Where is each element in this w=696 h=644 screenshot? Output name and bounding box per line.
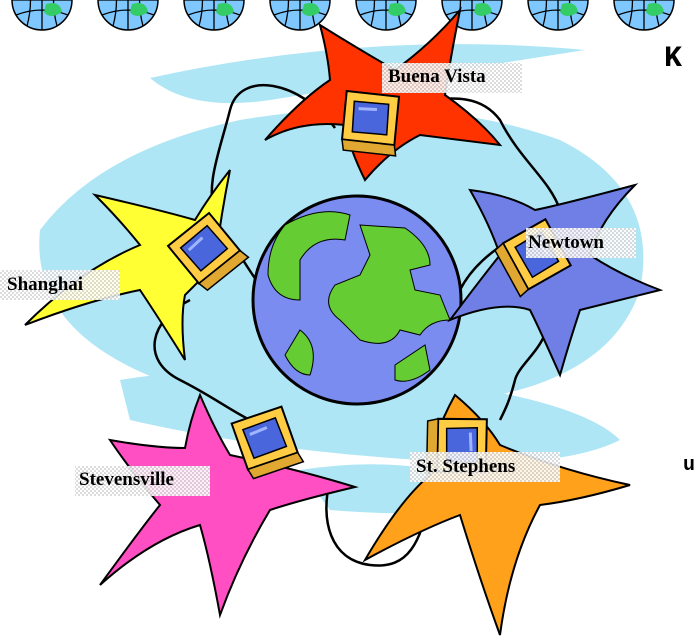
label-st-stephens: St. Stephens xyxy=(416,456,515,478)
globe-icon xyxy=(12,0,72,30)
globe-icon xyxy=(356,0,416,30)
label-stevensville: Stevensville xyxy=(79,469,174,491)
label-buena-vista: Buena Vista xyxy=(388,66,486,88)
title-fragment: K xyxy=(664,42,682,76)
globe-icon-strip xyxy=(12,0,674,30)
globe-icon xyxy=(253,196,461,404)
globe-icon xyxy=(98,0,158,30)
globe-icon xyxy=(184,0,244,30)
label-newtown: Newtown xyxy=(528,232,604,254)
globe-icon xyxy=(614,0,674,30)
edge-text-fragment: u xyxy=(683,454,695,477)
label-shanghai: Shanghai xyxy=(7,274,83,296)
globe-icon xyxy=(528,0,588,30)
